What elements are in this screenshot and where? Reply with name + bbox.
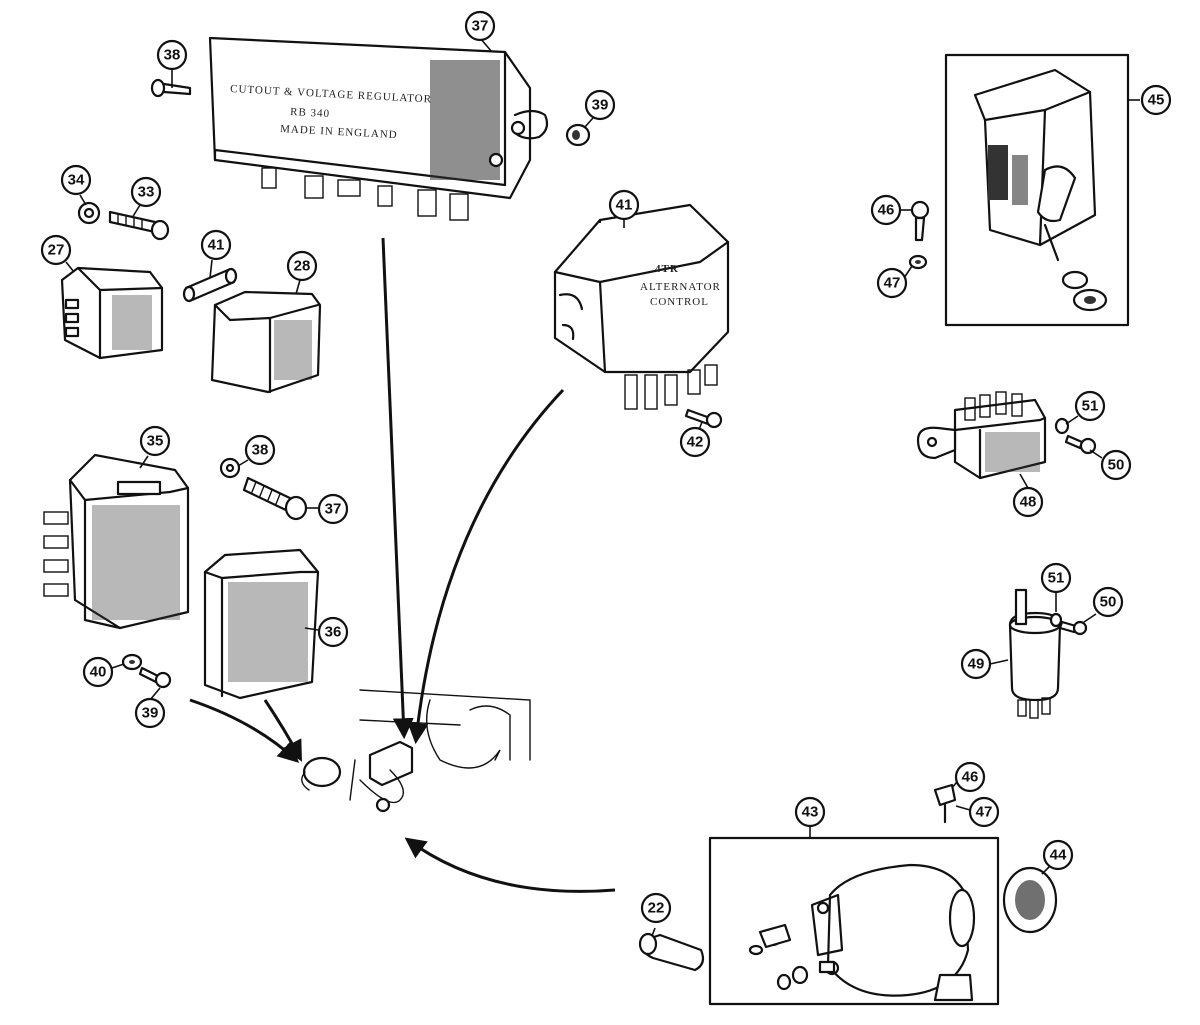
- cover-32: [203, 548, 320, 700]
- callout-label: 43: [802, 804, 819, 821]
- callout-35: 39: [134, 697, 166, 729]
- regulator-marking-2: RB 340: [290, 106, 331, 120]
- callout-label: 46: [962, 769, 979, 786]
- callout-51: 51: [1074, 390, 1106, 422]
- callout-label: 44: [1050, 847, 1067, 864]
- callout-49: 49: [960, 648, 992, 680]
- callouts: 37 38 39 34 33 27 41 28 35 38 37 36 40 3…: [40, 10, 1172, 924]
- relay-45: [973, 68, 1108, 312]
- callout-label: 50: [1108, 457, 1125, 474]
- grommet-40: [565, 123, 591, 147]
- washer-51-upper: [1054, 417, 1070, 435]
- flasher-unit-49: [1008, 588, 1062, 719]
- callout-30: 34: [60, 164, 92, 196]
- screw-42: [684, 408, 723, 429]
- engine-bay-sketch: [301, 689, 531, 813]
- callout-39: 38: [156, 39, 188, 71]
- callout-50b: 50: [1092, 586, 1124, 618]
- leader-lines: [65, 37, 1140, 937]
- callout-label: 38: [252, 442, 269, 459]
- callout-label: 42: [687, 434, 704, 451]
- callout-29: 33: [130, 176, 162, 208]
- callout-51b: 51: [1040, 562, 1072, 594]
- callout-32: 36: [317, 616, 349, 648]
- callout-44: 44: [1042, 839, 1074, 871]
- washer-36: [121, 653, 143, 671]
- screw-39: [150, 78, 192, 98]
- callout-45: 45: [1140, 84, 1172, 116]
- alternator-marking-3: CONTROL: [650, 296, 709, 308]
- callout-label: 39: [142, 705, 159, 722]
- callout-label: 50: [1100, 594, 1117, 611]
- callout-38: 37: [464, 10, 496, 42]
- callout-46: 46: [870, 194, 902, 226]
- callout-28: 28: [286, 250, 318, 282]
- screw-50-upper: [1064, 434, 1097, 455]
- rubber-boot-44: [1002, 866, 1058, 934]
- callout-label: 27: [48, 242, 65, 259]
- bolt-29: [108, 210, 170, 241]
- callout-label: 39: [592, 97, 609, 114]
- screw-46-lower: [933, 783, 957, 824]
- callout-label: 40: [90, 664, 107, 681]
- cable-sleeve-22: [638, 932, 705, 972]
- callout-42: 42: [679, 426, 711, 458]
- callout-46b: 46: [954, 761, 986, 793]
- callout-40: 39: [584, 89, 616, 121]
- callout-label: 48: [1020, 494, 1037, 511]
- callout-label: 47: [976, 804, 993, 821]
- screw-46: [910, 200, 930, 242]
- relay-48: [916, 391, 1047, 480]
- callout-label: 28: [294, 258, 311, 275]
- callout-47b: 47: [968, 796, 1000, 828]
- callout-34: 38: [244, 434, 276, 466]
- callout-label: 46: [878, 202, 895, 219]
- callout-43: 43: [794, 796, 826, 828]
- callout-label: 22: [648, 900, 665, 917]
- callout-label: 49: [968, 656, 985, 673]
- callout-label: 37: [325, 501, 342, 518]
- washer-34: [219, 457, 241, 479]
- screw-35: [138, 666, 172, 689]
- solenoid-43: [748, 863, 976, 1002]
- callout-27: 27: [40, 234, 72, 266]
- cover-28: [210, 290, 322, 394]
- callout-label: 45: [1148, 92, 1165, 109]
- callout-label: 34: [68, 172, 85, 189]
- callout-label: 41: [616, 197, 633, 214]
- voltage-regulator-38: CUTOUT & VOLTAGE REGULATOR RB 340 MADE I…: [208, 36, 549, 221]
- callout-label: 35: [147, 433, 164, 450]
- callout-50: 50: [1100, 449, 1132, 481]
- callout-41: 41: [608, 189, 640, 221]
- callout-label: 47: [884, 275, 901, 292]
- callout-label: 38: [164, 47, 181, 64]
- regulator-unit-31: [43, 453, 190, 630]
- callout-33: 37: [317, 493, 349, 525]
- callout-31: 35: [139, 425, 171, 457]
- callout-label: 51: [1048, 570, 1065, 587]
- callout-48: 48: [1012, 486, 1044, 518]
- callout-37: 41: [200, 229, 232, 261]
- alternator-control-41: 4TR ALTERNATOR CONTROL: [553, 203, 730, 410]
- callout-22: 22: [640, 892, 672, 924]
- bolt-33: [242, 476, 308, 521]
- callout-47: 47: [876, 267, 908, 299]
- callout-label: 33: [138, 184, 155, 201]
- alternator-marking-1: 4TR: [655, 263, 679, 275]
- alternator-marking-2: ALTERNATOR: [640, 281, 721, 293]
- callout-label: 36: [325, 624, 342, 641]
- screw-50-lower: [1058, 620, 1088, 636]
- arrows: [189, 237, 616, 893]
- nut-30: [77, 201, 101, 225]
- control-box-27: [60, 266, 164, 360]
- callout-label: 41: [208, 237, 225, 254]
- washer-47: [908, 254, 928, 270]
- callout-label: 51: [1082, 398, 1099, 415]
- fuse-37: [182, 267, 238, 303]
- callout-36: 40: [82, 656, 114, 688]
- callout-label: 37: [472, 18, 489, 35]
- washer-51-lower: [1049, 612, 1063, 628]
